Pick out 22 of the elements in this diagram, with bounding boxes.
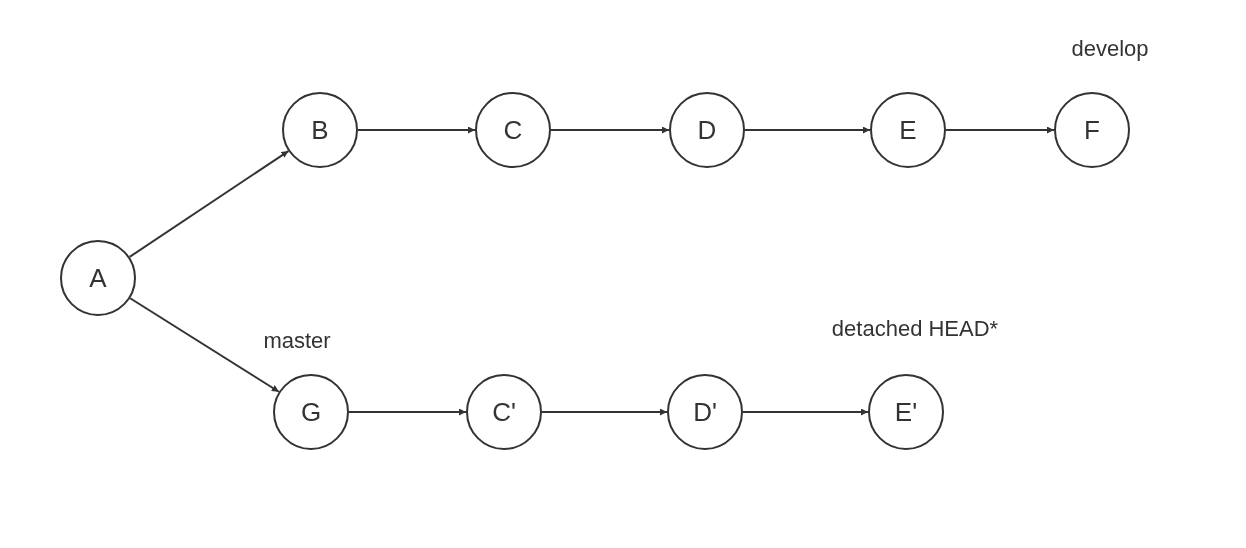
commit-label: A	[89, 265, 107, 291]
commit-label: E'	[894, 399, 918, 425]
arrow	[945, 126, 1055, 134]
arrow	[348, 408, 467, 416]
commit-label: F	[1084, 117, 1100, 143]
arrow	[541, 408, 668, 416]
branch-label: master	[263, 326, 331, 355]
branch-label: develop	[1071, 34, 1149, 63]
arrow	[129, 297, 280, 393]
commit-label: C	[503, 117, 523, 143]
commit-label: D	[697, 117, 717, 143]
arrow	[357, 126, 476, 134]
branch-label: detached HEAD*	[831, 314, 999, 343]
commit-label: G	[300, 399, 322, 425]
commit-label: E	[899, 117, 917, 143]
arrow	[128, 150, 290, 258]
commit-label: D'	[693, 399, 717, 425]
arrow	[742, 408, 869, 416]
arrow	[550, 126, 670, 134]
commit-label: C'	[492, 399, 516, 425]
arrow	[744, 126, 871, 134]
commit-label: B	[311, 117, 329, 143]
